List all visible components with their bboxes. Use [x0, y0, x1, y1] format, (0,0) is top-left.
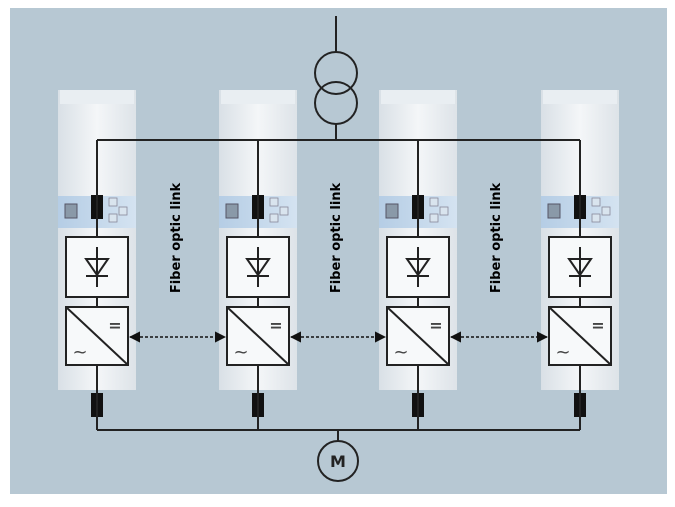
panel-key — [429, 197, 439, 207]
panel-key — [279, 206, 289, 216]
dc-symbol: = — [269, 316, 282, 335]
fiber-link-label-1: Fiber optic link — [169, 182, 184, 293]
cabinet-top — [543, 90, 617, 104]
dc-symbol: = — [108, 316, 121, 335]
panel-key — [591, 213, 601, 223]
motor-label: M — [330, 452, 346, 471]
dc-symbol: = — [429, 316, 442, 335]
panel-display — [225, 203, 239, 219]
panel-key — [429, 213, 439, 223]
ac-symbol: ~ — [555, 342, 570, 363]
dc-symbol: = — [591, 316, 604, 335]
panel-display — [547, 203, 561, 219]
diode-icon — [245, 258, 271, 277]
panel-key — [591, 197, 601, 207]
fiber-link-label-2: Fiber optic link — [329, 182, 344, 293]
panel-display — [385, 203, 399, 219]
transformer-symbol — [314, 16, 358, 140]
panel-key — [439, 206, 449, 216]
panel-key — [269, 197, 279, 207]
panel-key — [108, 197, 118, 207]
ac-symbol: ~ — [72, 342, 87, 363]
inverter-diagonal — [386, 306, 450, 366]
panel-key — [118, 206, 128, 216]
diode-icon — [84, 258, 110, 277]
motor-symbol: M — [317, 440, 359, 482]
inverter-diagonal — [226, 306, 290, 366]
cabinet-top — [381, 90, 455, 104]
ac-symbol: ~ — [393, 342, 408, 363]
panel-key — [601, 206, 611, 216]
panel-key — [269, 213, 279, 223]
cabinet-top — [60, 90, 134, 104]
panel-display — [64, 203, 78, 219]
diode-icon — [567, 258, 593, 277]
ac-symbol: ~ — [233, 342, 248, 363]
inverter-diagonal — [65, 306, 129, 366]
panel-key — [108, 213, 118, 223]
diode-icon — [405, 258, 431, 277]
inverter-diagonal — [548, 306, 612, 366]
cabinet-top — [221, 90, 295, 104]
fiber-link-label-3: Fiber optic link — [489, 182, 504, 293]
